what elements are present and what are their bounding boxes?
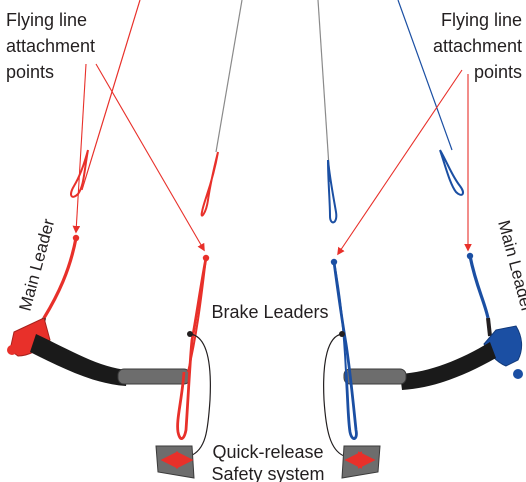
right-outer-pigtail-loop	[439, 149, 464, 196]
right-attach-label-line1: Flying line	[441, 10, 522, 30]
quick-release-left	[155, 445, 195, 479]
left-main-attach-knot	[72, 234, 80, 242]
pointer-left-main	[72, 63, 87, 234]
left-bar-end-cap	[7, 345, 17, 355]
right-bar-end-cap	[513, 369, 523, 379]
left-bar-center	[117, 368, 191, 385]
left-safety-line	[189, 333, 211, 457]
left-outer-pigtail-loop	[70, 149, 89, 198]
pointer-left-brake	[95, 63, 205, 252]
quick-release-label-line2: Safety system	[211, 464, 324, 482]
left-main-leader-line	[42, 237, 78, 319]
brake-leaders-label: Brake Leaders	[211, 302, 328, 322]
pointer-lines	[72, 63, 472, 256]
right-attach-label-line2: attachment	[433, 36, 522, 56]
left-inner-flying-line	[215, 0, 243, 153]
quick-release-right	[341, 445, 381, 479]
left-brake-leader-second	[187, 257, 207, 373]
right-safety-line	[323, 333, 345, 457]
pointer-right-brake	[337, 69, 463, 256]
right-bar-grip	[400, 342, 496, 390]
right-attach-label-line3: points	[474, 62, 522, 82]
right-inner-flying-line	[317, 0, 331, 183]
quick-release-label-line1: Quick-release	[212, 442, 323, 462]
main-leader-right-label: Main Leader	[494, 218, 526, 315]
left-attach-label-line2: attachment	[6, 36, 95, 56]
right-inner-pigtail-loop	[327, 159, 338, 224]
left-attach-label-line1: Flying line	[6, 10, 87, 30]
main-leader-left-label: Main Leader	[16, 217, 59, 314]
right-brake-leader-second	[333, 261, 347, 373]
left-attach-label-line3: points	[6, 62, 54, 82]
right-depower-segment	[486, 317, 492, 337]
left-side-assembly	[7, 0, 243, 457]
right-side-assembly	[317, 0, 523, 457]
right-bar-center	[343, 368, 407, 385]
right-main-attach-knot	[466, 252, 474, 260]
right-outer-flying-line	[397, 0, 453, 151]
left-brake-attach-knot	[202, 254, 210, 262]
left-outer-flying-line	[81, 0, 141, 191]
left-bar-grip	[30, 334, 128, 386]
right-brake-attach-knot	[330, 258, 338, 266]
right-main-leader-line	[468, 255, 490, 319]
left-inner-pigtail-loop	[200, 151, 219, 217]
left-brake-leader	[176, 257, 208, 440]
